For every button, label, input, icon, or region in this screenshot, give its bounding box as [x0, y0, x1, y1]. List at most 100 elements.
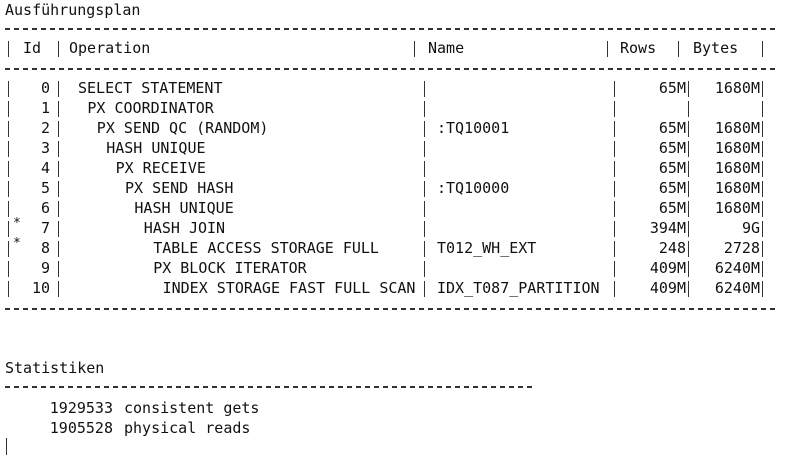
column-separator: [424, 81, 425, 97]
header-name: Name: [428, 39, 465, 57]
column-separator: [58, 261, 59, 277]
column-separator: [414, 41, 415, 57]
row-bytes: 9G: [741, 219, 760, 237]
column-separator: [614, 161, 615, 177]
column-separator: [424, 241, 425, 257]
column-separator: [678, 41, 679, 57]
row-operation: PX SEND QC (RANDOM): [96, 119, 269, 137]
column-separator: [614, 81, 615, 97]
row-rows: 409M: [649, 279, 686, 297]
row-bytes: 2728: [723, 239, 760, 257]
divider: [5, 386, 535, 388]
row-rows: 65M: [658, 159, 686, 177]
column-separator: [614, 141, 615, 157]
stat-label: physical reads: [124, 419, 251, 437]
row-operation: HASH UNIQUE: [134, 199, 234, 217]
column-separator: [762, 141, 763, 157]
column-separator: [762, 281, 763, 297]
row-rows: 65M: [658, 179, 686, 197]
column-separator: [614, 101, 615, 117]
row-id: 6: [40, 199, 50, 217]
column-separator: [762, 121, 763, 137]
row-id: 2: [40, 119, 50, 137]
row-id: 5: [40, 179, 50, 197]
divider: [5, 68, 778, 70]
divider: [5, 28, 778, 30]
row-rows: 394M: [649, 219, 686, 237]
row-name: IDX_T087_PARTITION: [437, 279, 600, 297]
row-operation: HASH JOIN: [143, 219, 226, 237]
column-separator: [8, 41, 9, 57]
column-separator: [424, 161, 425, 177]
column-separator: [8, 201, 9, 217]
column-separator: [688, 141, 689, 157]
row-id: 7: [40, 219, 50, 237]
row-name: :TQ10000: [437, 179, 510, 197]
header-bytes: Bytes: [693, 39, 739, 57]
header-id: Id: [23, 39, 42, 57]
column-separator: [762, 41, 763, 57]
column-separator: [58, 41, 59, 57]
column-separator: [8, 281, 9, 297]
header-rows: Rows: [620, 39, 657, 57]
row-bytes: 1680M: [714, 139, 760, 157]
column-separator: [58, 281, 59, 297]
column-separator: [424, 101, 425, 117]
column-separator: [8, 81, 9, 97]
column-separator: [424, 261, 425, 277]
row-bytes: 6240M: [714, 259, 760, 277]
column-separator: [8, 141, 9, 157]
row-bytes: 1680M: [714, 179, 760, 197]
column-separator: [58, 221, 59, 237]
column-separator: [58, 81, 59, 97]
column-separator: [614, 241, 615, 257]
column-separator: [688, 181, 689, 197]
row-id: 8: [40, 239, 50, 257]
row-id: 9: [40, 259, 50, 277]
column-separator: [688, 161, 689, 177]
column-separator: [614, 201, 615, 217]
row-bytes: 1680M: [714, 79, 760, 97]
column-separator: [614, 221, 615, 237]
column-separator: [58, 181, 59, 197]
row-id: 0: [40, 79, 50, 97]
column-separator: [614, 281, 615, 297]
column-separator: [614, 121, 615, 137]
row-operation: INDEX STORAGE FAST FULL SCAN: [162, 279, 416, 297]
row-operation: HASH UNIQUE: [106, 139, 206, 157]
column-separator: [424, 281, 425, 297]
column-separator: [762, 81, 763, 97]
column-separator: [8, 261, 9, 277]
row-id: 10: [31, 279, 50, 297]
row-name: T012_WH_EXT: [437, 239, 537, 257]
column-separator: [58, 101, 59, 117]
column-separator: [424, 221, 425, 237]
column-separator: [424, 201, 425, 217]
column-separator: [8, 121, 9, 137]
row-id: 1: [40, 99, 50, 117]
row-operation: PX RECEIVE: [115, 159, 206, 177]
row-rows: 65M: [658, 119, 686, 137]
row-operation: SELECT STATEMENT: [78, 79, 223, 97]
row-id: 3: [40, 139, 50, 157]
column-separator: [58, 161, 59, 177]
column-separator: [614, 261, 615, 277]
row-rows: 409M: [649, 259, 686, 277]
stat-value: 1905528: [49, 419, 113, 437]
header-operation: Operation: [69, 39, 151, 57]
row-bytes: 6240M: [714, 279, 760, 297]
column-separator: [8, 161, 9, 177]
stats-title: Statistiken: [5, 359, 105, 377]
row-rows: 65M: [658, 139, 686, 157]
column-separator: [688, 101, 689, 117]
column-separator: [58, 201, 59, 217]
stat-label: consistent gets: [124, 399, 260, 417]
row-bytes: 1680M: [714, 119, 760, 137]
column-separator: [8, 181, 9, 197]
column-separator: [58, 121, 59, 137]
row-bytes: 1680M: [714, 159, 760, 177]
column-separator: [424, 141, 425, 157]
column-separator: [762, 261, 763, 277]
plan-title: Ausführungsplan: [5, 1, 141, 19]
row-operation: PX SEND HASH: [125, 179, 234, 197]
